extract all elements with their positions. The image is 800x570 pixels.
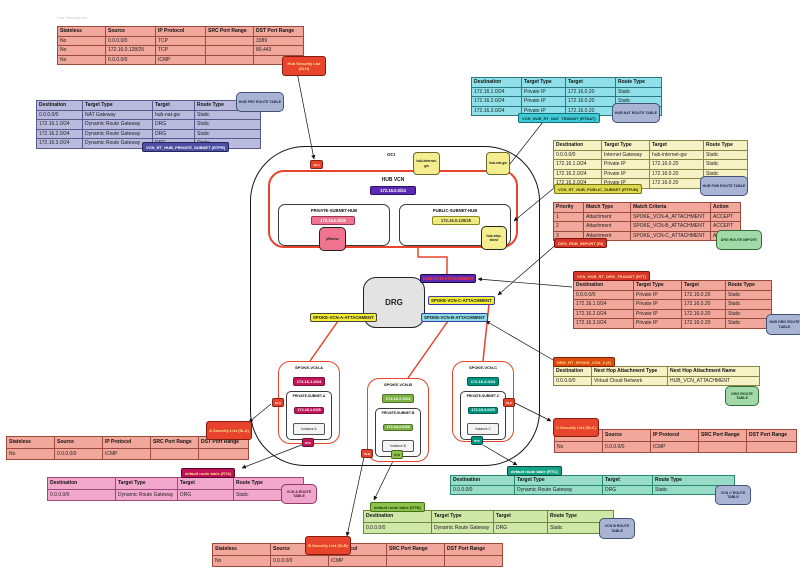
spoke-vcn-c-cidr-badge: 172.16.3.0/24 bbox=[466, 377, 500, 386]
hub-public-subnet-label: PUBLIC-SUBNET-HUB bbox=[432, 208, 478, 213]
spoke-c-subnet-box: PRIVATE-SUBNET-C 172.16.3.0/25 Instance … bbox=[460, 391, 506, 440]
spoke-c-subnet-cidr-badge: 172.16.3.0/25 bbox=[468, 406, 498, 414]
drg-route-import-pill: DRG ROUTE IMPORT bbox=[716, 230, 762, 250]
spoke-b-subnet-cidr-badge: 172.16.2.0/25 bbox=[383, 423, 413, 431]
drg-import-table-label: DRG_RDB_IMPORT (RI) bbox=[554, 238, 608, 248]
spoke-a-security-list-badge: A Security List (SLA) bbox=[206, 421, 252, 440]
spoke-b-subnet-label: PRIVATE-SUBNET-B bbox=[381, 411, 415, 415]
spoke-a-subnet-box: PRIVATE-SUBNET-A 172.16.1.0/25 Instance … bbox=[286, 391, 332, 440]
spoke-vcn-b-box: SPOKE-VCN-B 172.16.2.0/24 PRIVATE-SUBNET… bbox=[367, 378, 429, 462]
hub-public-subnet-cidr-badge: 172.16.0.128/25 bbox=[432, 216, 480, 225]
rtb-marker: RTB bbox=[391, 450, 403, 459]
step-stone-instance-icon: hub-step-stone bbox=[481, 226, 507, 250]
spoke-vcn-c-label: SPOKE-VCN-C bbox=[468, 365, 497, 370]
instance-a-icon: Instance A bbox=[293, 423, 325, 435]
rta-marker: RTA bbox=[302, 438, 314, 447]
spoke-a-route-table-label: default route table (RTA) bbox=[181, 468, 236, 478]
hub-drg-route-table-pill: HUB DRG ROUTE TABLE bbox=[766, 314, 800, 335]
hub-public-route-table-label: VCN_RT_HUB_PUBLIC_SUBNET (RTPUB) bbox=[554, 184, 643, 194]
spoke-vcn-b-label: SPOKE-VCN-B bbox=[383, 382, 412, 387]
spoke-vcn-c-box: SPOKE-VCN-C 172.16.3.0/24 PRIVATE-SUBNET… bbox=[452, 361, 514, 442]
internet-gateway-icon: hub-internet-gw bbox=[413, 152, 440, 175]
drg-transit-route-table-label: VCN_HUB_RT_DRG_TRANSIT (RTT) bbox=[573, 271, 651, 281]
hub-private-subnet-cidr-badge: 172.16.0.0/25 bbox=[311, 216, 355, 225]
hub-security-list-badge: Hub Security List (SLH) bbox=[282, 56, 326, 76]
spoke-b-subnet-box: PRIVATE-SUBNET-B 172.16.2.0/25 Instance … bbox=[375, 408, 421, 457]
spoke-c-security-list-badge: C Security List (SLC) bbox=[553, 418, 599, 437]
rtc-marker: RTC bbox=[471, 436, 483, 445]
vcn-c-route-table-pill: VCN C ROUTE TABLE bbox=[715, 485, 751, 505]
spoke-vcn-a-cidr-badge: 172.16.1.0/24 bbox=[292, 377, 326, 386]
hub-vcn-attachment-badge: HUB-VCN-ATTACHMENT bbox=[420, 274, 477, 283]
sla-marker: SLA bbox=[272, 398, 284, 407]
spoke-c-route-table-label: default route table (RTC) bbox=[507, 466, 562, 476]
vcn-b-route-table-pill: VCN B ROUTE TABLE bbox=[599, 518, 635, 539]
hub-private-route-table-label: VCN_RT_HUB_PRIVATE_SUBNET (RTPR) bbox=[142, 142, 230, 152]
spoke-vcn-b-attachment-badge: SPOKE-VCN-B-ATTACHMENT bbox=[421, 313, 488, 322]
spoke-b-route-table-label: default route table (RTB) bbox=[370, 502, 425, 512]
spoke-a-subnet-label: PRIVATE-SUBNET-A bbox=[292, 394, 326, 398]
hub-vcn-label: HUB VCN bbox=[381, 177, 405, 183]
spoke-vcn-b-cidr-badge: 172.16.2.0/24 bbox=[381, 394, 415, 403]
spoke-b-security-list-badge: B Security List (SLB) bbox=[305, 536, 351, 555]
spoke-vcn-a-label: SPOKE-VCN-A bbox=[294, 365, 323, 370]
spoke-vcn-a-box: SPOKE-VCN-A 172.16.1.0/24 PRIVATE-SUBNET… bbox=[278, 361, 340, 444]
slb-marker: SLB bbox=[361, 449, 373, 458]
slc-marker: SLC bbox=[503, 398, 515, 407]
spoke-c-subnet-label: PRIVATE-SUBNET-C bbox=[466, 394, 500, 398]
hub-security-list-marker: SLH bbox=[310, 160, 323, 169]
spoke-vcn-c-attachment-badge: SPOKE-VCN-C-ATTACHMENT bbox=[428, 296, 495, 305]
hub-prv-route-table-pill: HUB PRV ROUTE TABLE bbox=[236, 92, 284, 112]
nat-gateway-icon: hub-nat-gw bbox=[486, 152, 510, 175]
instance-c-icon: Instance C bbox=[467, 423, 499, 435]
oci-label: OCI bbox=[386, 152, 395, 157]
spoke-vcn-a-attachment-badge: SPOKE-VCN-A-ATTACHMENT bbox=[310, 313, 377, 322]
spoke-a-subnet-cidr-badge: 172.16.1.0/25 bbox=[294, 406, 324, 414]
drg-box: DRG bbox=[363, 277, 425, 328]
hub-vcn-cidr-badge: 172.16.0.0/24 bbox=[370, 186, 416, 195]
hub-private-subnet-box bbox=[278, 204, 390, 246]
hub-pub-route-table-pill: HUB PUB ROUTE TABLE bbox=[700, 176, 748, 196]
nat-transit-route-table-label: VCN_HUB_RT_NAT_TRANSIT (RTNAT) bbox=[518, 113, 600, 123]
hub-private-subnet-label: PRIVATE-SUBNET-HUB bbox=[310, 208, 358, 213]
note-label: Hub Security List bbox=[57, 15, 88, 20]
drg-spoke-route-table-label: DRG_RT_SPOKE_VCN_2 (2) bbox=[553, 357, 615, 367]
hub-nat-route-table-pill: HUB NAT ROUTE TABLE bbox=[612, 103, 660, 123]
drg-route-table-pill: DRG ROUTE TABLE bbox=[725, 386, 759, 406]
pfsense-instance-icon: pfSense bbox=[319, 227, 346, 251]
vcn-a-route-table-pill: VCN A ROUTE TABLE bbox=[281, 484, 317, 504]
